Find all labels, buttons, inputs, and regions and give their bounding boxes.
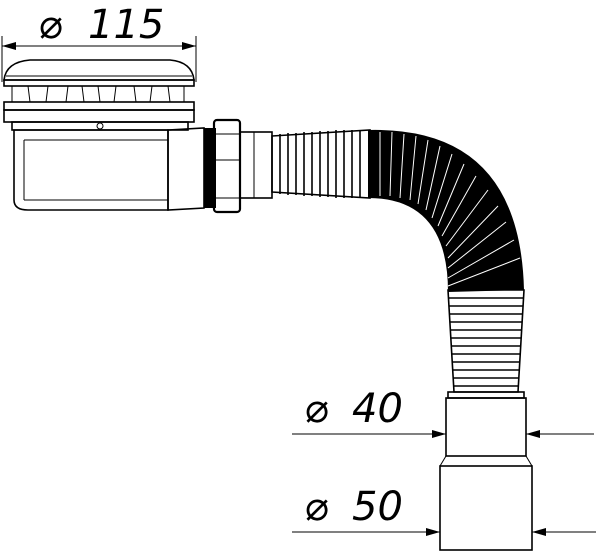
diameter-symbol-115: ⌀ xyxy=(38,2,62,48)
diameter-symbol-40: ⌀ xyxy=(304,386,328,432)
straight-pipe xyxy=(239,131,273,199)
outlet-neck xyxy=(167,127,205,211)
corrugated-section-horizontal xyxy=(271,129,371,199)
hose-bend xyxy=(368,129,524,292)
union-nut xyxy=(204,118,273,214)
corrugated-section-vertical xyxy=(447,289,525,393)
dimension-115: ⌀ 115 xyxy=(1,2,197,82)
pipe-40 xyxy=(445,397,527,457)
flexible-hose-elbow xyxy=(368,129,524,292)
dimension-40: ⌀ 40 xyxy=(292,386,594,438)
dimension-50: ⌀ 50 xyxy=(292,484,596,536)
outlet-fitting xyxy=(439,391,533,551)
dimension-50-value: 50 xyxy=(352,484,403,530)
diameter-symbol-50: ⌀ xyxy=(304,484,328,530)
dimension-40-value: 40 xyxy=(352,386,403,432)
flange xyxy=(3,101,195,111)
dimension-115-value: 115 xyxy=(88,2,164,48)
drain-cup xyxy=(13,129,169,211)
pipe-50 xyxy=(439,465,533,551)
drain-body xyxy=(3,59,205,211)
grate-cover xyxy=(3,59,195,81)
